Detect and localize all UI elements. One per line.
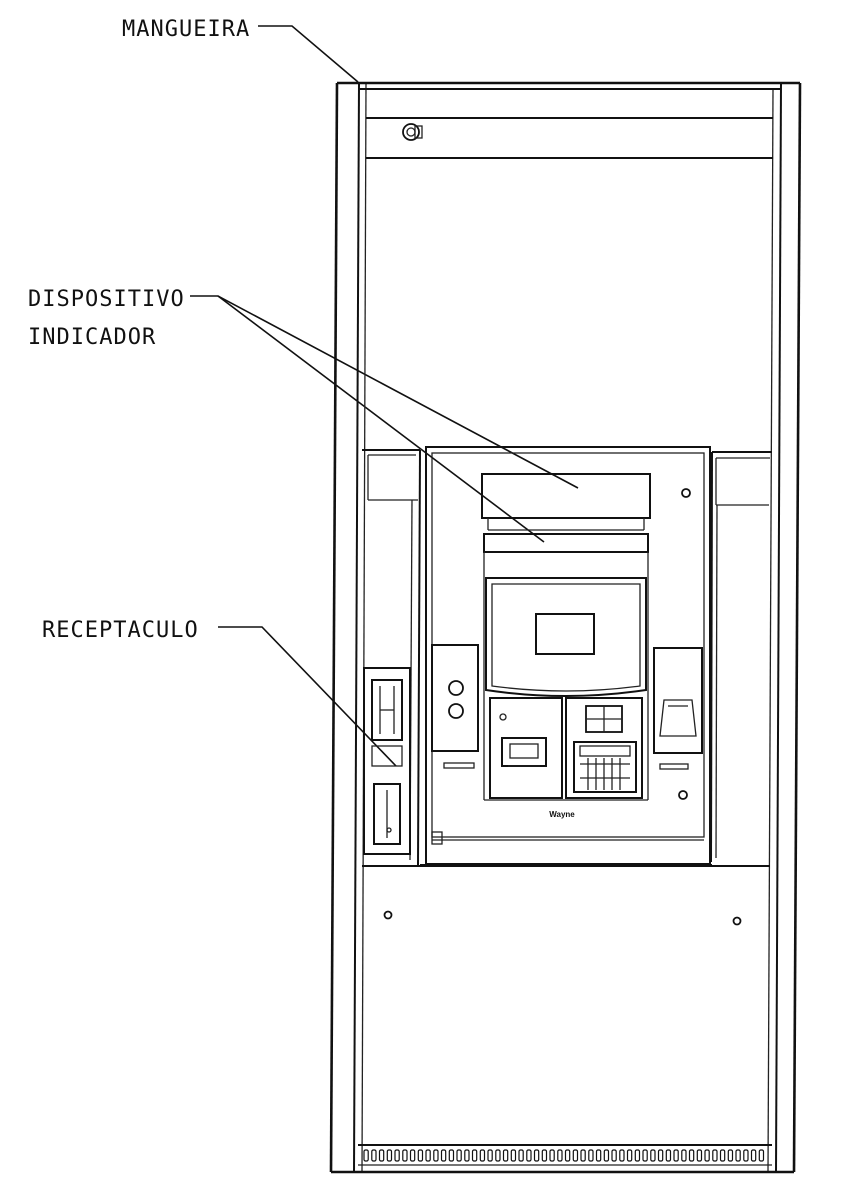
vent-slot <box>541 1149 548 1162</box>
vent-slot <box>673 1149 679 1162</box>
vent-slot <box>657 1149 664 1162</box>
head-enclosure <box>420 446 712 866</box>
vent-slot <box>471 1149 478 1162</box>
vent-slot <box>743 1149 749 1162</box>
vent-slot <box>650 1149 656 1162</box>
vent-slot <box>626 1149 633 1162</box>
vent-slot <box>758 1149 765 1162</box>
vent-slot <box>363 1149 369 1162</box>
vent-slot <box>518 1149 524 1162</box>
vent-slot <box>394 1149 400 1162</box>
keypad-keys <box>580 758 630 790</box>
vent-slot <box>440 1149 447 1162</box>
payment-module <box>489 697 643 799</box>
bolt-icon <box>383 910 393 920</box>
label-mangueira: MANGUEIRA <box>122 17 250 42</box>
vent-slot <box>642 1149 648 1162</box>
side-panel-right <box>710 451 772 863</box>
vent-slot <box>580 1149 586 1162</box>
leader-indicator-top <box>190 295 579 489</box>
vent-slot <box>595 1149 602 1162</box>
vent-slot <box>564 1149 571 1162</box>
vent-slot <box>464 1149 470 1162</box>
vent-slot <box>727 1149 734 1162</box>
vent-slot <box>510 1149 517 1162</box>
label-dispositivo: DISPOSITIVO <box>28 287 185 312</box>
vent-slot <box>526 1149 532 1162</box>
vent-slot <box>386 1149 393 1162</box>
receptacle <box>363 667 411 855</box>
vent-slot <box>533 1149 540 1162</box>
vent-slot <box>409 1149 416 1162</box>
vent-slot <box>572 1149 579 1162</box>
round-button-icon <box>448 680 464 696</box>
indicator-display-lower <box>483 533 649 801</box>
leader-receptacle <box>218 626 397 767</box>
vent-slot <box>681 1149 687 1162</box>
vent-slot <box>371 1149 377 1162</box>
vent-slot <box>425 1149 431 1162</box>
vent-slot <box>448 1149 455 1162</box>
vent-slot <box>417 1149 424 1162</box>
card-slot-icon <box>501 737 547 767</box>
vent-slot <box>588 1149 594 1162</box>
indicator-display-upper <box>481 473 651 531</box>
bolt-icon <box>681 488 691 498</box>
side-panel-left <box>362 449 421 866</box>
vent-slot <box>619 1149 625 1162</box>
right-nozzle-holder <box>653 647 703 770</box>
vent-slot <box>719 1149 726 1162</box>
leader-lines <box>190 25 579 767</box>
bolt-icon <box>678 790 688 800</box>
vent-slot <box>735 1149 741 1162</box>
vent-slot <box>704 1149 710 1162</box>
label-indicador: INDICADOR <box>28 325 156 350</box>
vent-slot <box>487 1149 493 1162</box>
keypad-icon <box>573 741 637 793</box>
base-vents <box>363 1149 765 1162</box>
round-button-icon <box>448 703 464 719</box>
bolt-icon <box>732 916 742 926</box>
vent-slot <box>456 1149 462 1162</box>
leader-indicator-bottom <box>217 295 545 543</box>
vent-slot <box>634 1149 641 1162</box>
vent-slot <box>712 1149 718 1162</box>
vent-slot <box>402 1149 408 1162</box>
lower-cabinet <box>358 865 772 1166</box>
brand-plate: Wayne <box>549 810 575 819</box>
vent-slot <box>433 1149 439 1162</box>
label-receptaculo: RECEPTACULO <box>42 618 199 643</box>
vent-slot <box>750 1149 757 1162</box>
vent-slot <box>611 1149 617 1162</box>
vent-slot <box>696 1149 703 1162</box>
left-control-panel <box>431 644 479 769</box>
vent-slot <box>502 1149 509 1162</box>
vent-slot <box>549 1149 555 1162</box>
vent-slot <box>603 1149 610 1162</box>
vent-slot <box>688 1149 695 1162</box>
vent-slot <box>495 1149 501 1162</box>
vent-slot <box>557 1149 563 1162</box>
dispenser-frame <box>329 81 802 1174</box>
lcd-screen <box>485 577 647 697</box>
vent-slot <box>479 1149 486 1162</box>
hose-outlet <box>402 123 423 141</box>
vent-slot <box>665 1149 672 1162</box>
leader-hose <box>258 25 359 83</box>
vent-slot <box>378 1149 385 1162</box>
